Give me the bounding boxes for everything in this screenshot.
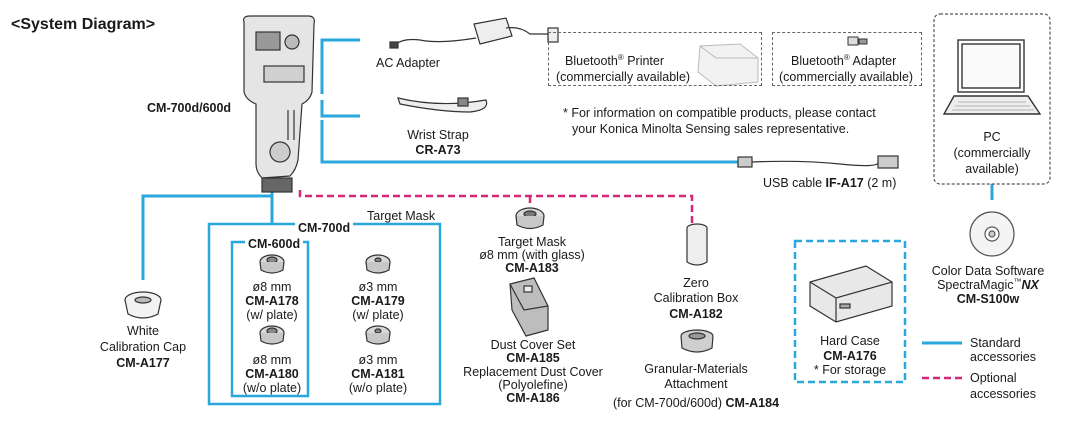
- replacement-cover-code: CM-A186: [506, 391, 560, 405]
- software-product-name: SpectraMagic™NX: [937, 276, 1039, 292]
- white-cap-label-1: White: [127, 324, 159, 338]
- mask-a179-code: CM-A179: [351, 294, 405, 308]
- replacement-cover-material: (Polyolefine): [498, 378, 568, 392]
- target-mask-a181-icon: [365, 325, 391, 345]
- granular-attachment-icon: [680, 329, 714, 353]
- bluetooth-printer-label: Bluetooth® Printer: [565, 52, 665, 68]
- zero-box-label-2: Calibration Box: [653, 291, 739, 305]
- bluetooth-adapter-availability: (commercially available): [779, 70, 914, 84]
- granular-label-1: Granular-Materials: [644, 362, 748, 376]
- spectrophotometer-device-icon: [243, 15, 315, 193]
- zero-box-label-1: Zero: [683, 276, 709, 290]
- mask-a181-note: (w/o plate): [348, 381, 408, 395]
- wrist-strap-label: Wrist Strap: [407, 128, 469, 142]
- ac-adapter-label: AC Adapter: [376, 56, 440, 70]
- target-mask-a179-icon: [365, 254, 391, 274]
- software-code: CM-S100w: [956, 292, 1020, 306]
- wrist-strap-icon: [397, 97, 488, 113]
- dust-cover-label: Dust Cover Set: [490, 338, 576, 352]
- hard-case-code: CM-A176: [823, 349, 877, 363]
- pc-availability-2: available): [965, 162, 1019, 176]
- white-cap-code: CM-A177: [116, 356, 170, 370]
- target-mask-group-heading: Target Mask: [367, 209, 436, 223]
- mask-a180-size: ø8 mm: [252, 353, 292, 367]
- cm600d-group-label: CM-600d: [245, 237, 304, 251]
- cm700d-group-label: CM-700d: [295, 221, 354, 235]
- mask-a178-size: ø8 mm: [252, 280, 292, 294]
- ac-adapter-icon: [389, 17, 559, 49]
- mask-a180-note: (w/o plate): [242, 381, 302, 395]
- granular-label-2: Attachment: [664, 377, 728, 391]
- cm700d-mask-group-box: [207, 222, 442, 406]
- standard-accessory-lines: [141, 38, 994, 280]
- mask-a181-code: CM-A181: [351, 367, 405, 381]
- hard-case-label: Hard Case: [820, 334, 880, 348]
- bluetooth-adapter-icon: [847, 36, 868, 46]
- zero-box-code: CM-A182: [669, 307, 723, 321]
- software-label: Color Data Software: [931, 264, 1045, 278]
- mask-a178-note: (w/ plate): [246, 308, 298, 322]
- mask-glass-code: CM-A183: [505, 261, 559, 275]
- mask-a179-size: ø3 mm: [358, 280, 398, 294]
- hard-case-icon: [809, 265, 893, 323]
- compatibility-note-line1: * For information on compatible products…: [563, 106, 876, 120]
- wrist-strap-code: CR-A73: [415, 143, 461, 157]
- target-mask-a180-icon: [259, 325, 285, 345]
- mask-glass-size: ø8 mm (with glass): [479, 248, 585, 262]
- bluetooth-printer-icon: [697, 43, 759, 87]
- dust-cover-set-icon: [509, 277, 549, 337]
- diagram-title: <System Diagram>: [11, 16, 156, 33]
- bluetooth-printer-box: [548, 32, 762, 86]
- zero-calibration-box-icon: [686, 223, 708, 266]
- replacement-cover-label: Replacement Dust Cover: [463, 365, 603, 379]
- cd-disc-icon: [969, 211, 1015, 257]
- legend-optional-label-2: accessories: [970, 387, 1036, 401]
- target-mask-a178-icon: [259, 254, 285, 274]
- mask-glass-label: Target Mask: [497, 235, 567, 249]
- pc-box: [933, 13, 1051, 185]
- compatibility-note-line2: your Konica Minolta Sensing sales repres…: [572, 122, 850, 136]
- hard-case-box: [793, 239, 907, 384]
- mask-a181-size: ø3 mm: [358, 353, 398, 367]
- device-label: CM-700d/600d: [147, 101, 232, 115]
- white-calibration-cap-icon: [124, 291, 162, 319]
- mask-a178-code: CM-A178: [245, 294, 299, 308]
- optional-accessory-lines: [298, 190, 694, 224]
- usb-cable-label: USB cable IF-A17 (2 m): [763, 176, 897, 190]
- pc-availability-1: (commercially: [953, 146, 1031, 160]
- hard-case-note: * For storage: [813, 363, 887, 377]
- dust-cover-code: CM-A185: [506, 351, 560, 365]
- usb-cable-icon: [737, 155, 899, 169]
- legend-standard-label-2: accessories: [970, 350, 1036, 364]
- granular-label-3: (for CM-700d/600d) CM-A184: [612, 396, 780, 410]
- white-cap-label-2: Calibration Cap: [99, 340, 187, 354]
- mask-a180-code: CM-A180: [245, 367, 299, 381]
- laptop-pc-icon: [942, 39, 1042, 115]
- target-mask-a183-icon: [515, 207, 545, 230]
- bluetooth-adapter-box: [772, 32, 922, 86]
- legend-standard-label-1: Standard: [970, 336, 1021, 350]
- pc-label: PC: [983, 130, 1001, 144]
- legend-optional-label-1: Optional: [970, 371, 1017, 385]
- bluetooth-adapter-label: Bluetooth® Adapter: [791, 52, 897, 68]
- bluetooth-printer-availability: (commercially available): [556, 70, 691, 84]
- mask-a179-note: (w/ plate): [352, 308, 404, 322]
